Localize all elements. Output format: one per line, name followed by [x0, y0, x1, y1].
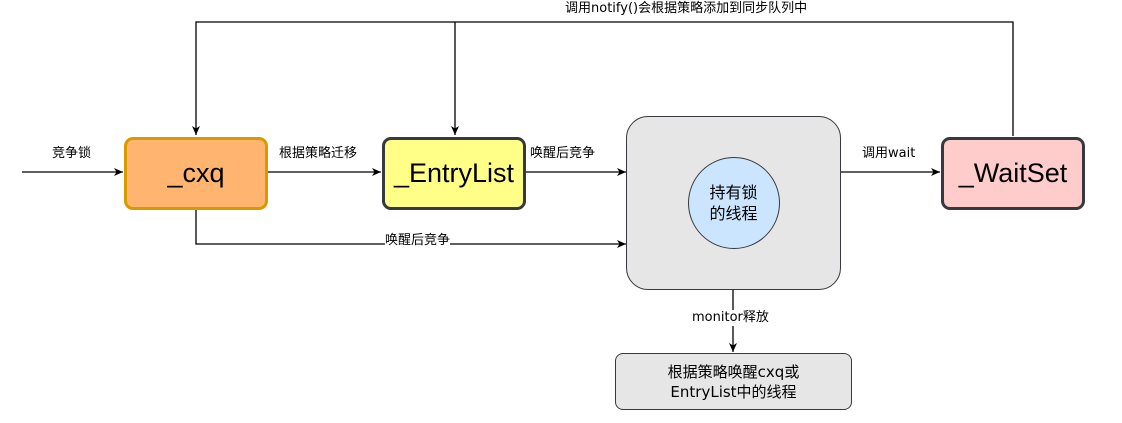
label-call-wait: 调用wait — [862, 146, 916, 162]
cxq-node: _cxq — [124, 137, 268, 210]
label-wake-compete-bottom: 唤醒后竞争 — [385, 233, 451, 249]
waitset-label: _WaitSet — [958, 158, 1068, 188]
label-monitor-release: monitor释放 — [692, 310, 769, 326]
owner-thread-line2: 的线程 — [709, 204, 758, 223]
owner-thread-node: 持有锁 的线程 — [687, 157, 780, 249]
label-compete-lock: 竞争锁 — [52, 146, 92, 162]
label-notify: 调用notify()会根据策略添加到同步队列中 — [565, 1, 808, 17]
entrylist-node: _EntryList — [382, 137, 526, 210]
result-line1: 根据策略唤醒cxq或 — [667, 362, 800, 381]
result-node: 根据策略唤醒cxq或 EntryList中的线程 — [615, 353, 852, 410]
edge-cxq-to-monitor — [195, 210, 626, 248]
cxq-label: _cxq — [167, 158, 225, 188]
waitset-node: _WaitSet — [941, 137, 1085, 210]
entrylist-label: _EntryList — [393, 158, 515, 188]
monitor-node: 持有锁 的线程 — [626, 116, 841, 290]
label-migrate: 根据策略迁移 — [279, 146, 358, 162]
result-line2: EntryList中的线程 — [670, 382, 797, 401]
owner-thread-line1: 持有锁 — [709, 183, 758, 202]
label-wake-compete-top: 唤醒后竞争 — [530, 146, 596, 162]
edge-notify-loop — [192, 21, 1014, 136]
